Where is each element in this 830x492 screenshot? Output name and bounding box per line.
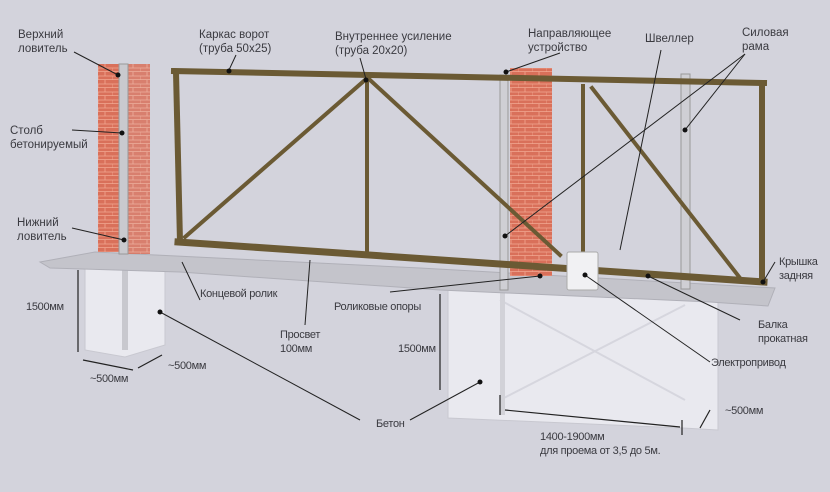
electric-drive-box (566, 251, 599, 291)
leader-dots (115, 68, 766, 385)
label-width-left-a: ~500мм (90, 373, 129, 385)
label-depth-left: 1500мм (26, 301, 64, 313)
right-brick-pillar (499, 68, 552, 291)
label-gate-frame: Каркас ворот(труба 50x25) (199, 29, 272, 55)
label-inner-reinforcement: Внутреннее усиление(труба 20x20) (335, 31, 452, 57)
power-frame-post (680, 73, 691, 290)
left-brick-pillar (98, 63, 150, 255)
label-roller-supports: Роликовые опоры (334, 301, 421, 313)
gate-frame (170, 67, 768, 286)
label-depth-right: 1500мм (398, 343, 436, 355)
label-end-roller: Концевой ролик (200, 288, 278, 300)
right-foundation (447, 289, 719, 431)
label-width-right: ~500мм (725, 405, 764, 417)
label-channel: Швеллер (645, 33, 694, 45)
dimension-lines (77, 270, 711, 435)
label-electric-drive: Электропривод (711, 357, 786, 369)
label-width-left-b: ~500мм (168, 360, 207, 372)
ground-slab (38, 251, 776, 307)
leader-lines (71, 49, 776, 421)
label-concrete: Бетон (376, 418, 405, 430)
